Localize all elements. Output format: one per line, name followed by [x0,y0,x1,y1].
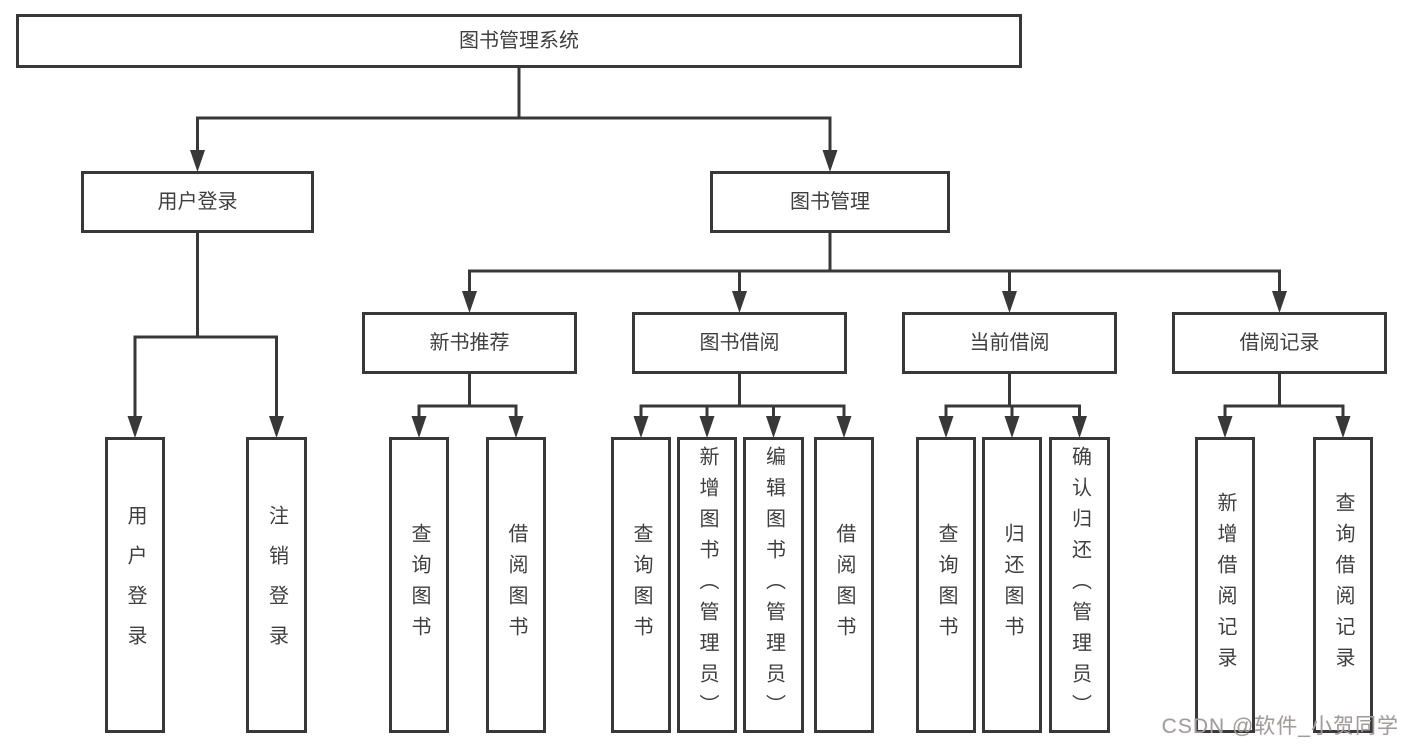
node-label: 用户登录 [157,191,238,213]
node-label: 注销登录 [265,505,288,665]
node-label: 编辑图书（管理员） [762,445,785,725]
node-label: 新书推荐 [429,332,510,354]
node-label: 归还图书 [1001,523,1023,647]
node-label: 查询图书 [408,523,430,647]
node-label: 查询图书 [935,523,957,647]
node-book-borrowing: 图书借阅 [632,312,847,374]
leaf-query-books-2: 查询图书 [611,437,671,733]
csdn-watermark: CSDN @软件_小贺同学 [1161,715,1399,738]
node-label: 图书管理 [790,191,870,213]
node-label: 新增图书（管理员） [696,445,718,725]
leaf-return-books: 归还图书 [982,437,1042,733]
node-label: 借阅记录 [1239,332,1320,354]
node-label: 新增借阅记录 [1214,492,1236,678]
node-label: 确认归还（管理员） [1068,445,1091,725]
leaf-logout: 注销登录 [246,437,307,733]
node-label: 图书管理系统 [459,30,579,52]
node-current-borrowing: 当前借阅 [902,312,1117,374]
node-book-management: 图书管理 [710,171,950,233]
node-label: 借阅图书 [505,523,527,647]
node-label: 借阅图书 [833,523,855,647]
node-borrowing-records: 借阅记录 [1172,312,1387,374]
leaf-borrow-books-1: 借阅图书 [486,437,546,733]
leaf-query-books-3: 查询图书 [916,437,976,733]
leaf-confirm-return-admin: 确认归还（管理员） [1049,437,1110,733]
leaf-add-borrow-record: 新增借阅记录 [1195,437,1255,733]
leaf-user-login: 用户登录 [105,437,165,733]
leaf-borrow-books-2: 借阅图书 [814,437,874,733]
node-library-management-system: 图书管理系统 [16,14,1022,68]
leaf-query-borrow-record: 查询借阅记录 [1313,437,1373,733]
leaf-edit-books-admin: 编辑图书（管理员） [743,437,804,733]
node-label: 查询图书 [630,523,652,647]
node-label: 当前借阅 [969,332,1050,354]
node-label: 查询借阅记录 [1332,492,1354,678]
node-user-login: 用户登录 [81,171,314,233]
leaf-query-books-1: 查询图书 [389,437,449,733]
leaf-add-books-admin: 新增图书（管理员） [677,437,737,733]
node-label: 用户登录 [124,505,146,665]
node-new-book-recommendation: 新书推荐 [362,312,577,374]
node-label: 图书借阅 [699,332,780,354]
